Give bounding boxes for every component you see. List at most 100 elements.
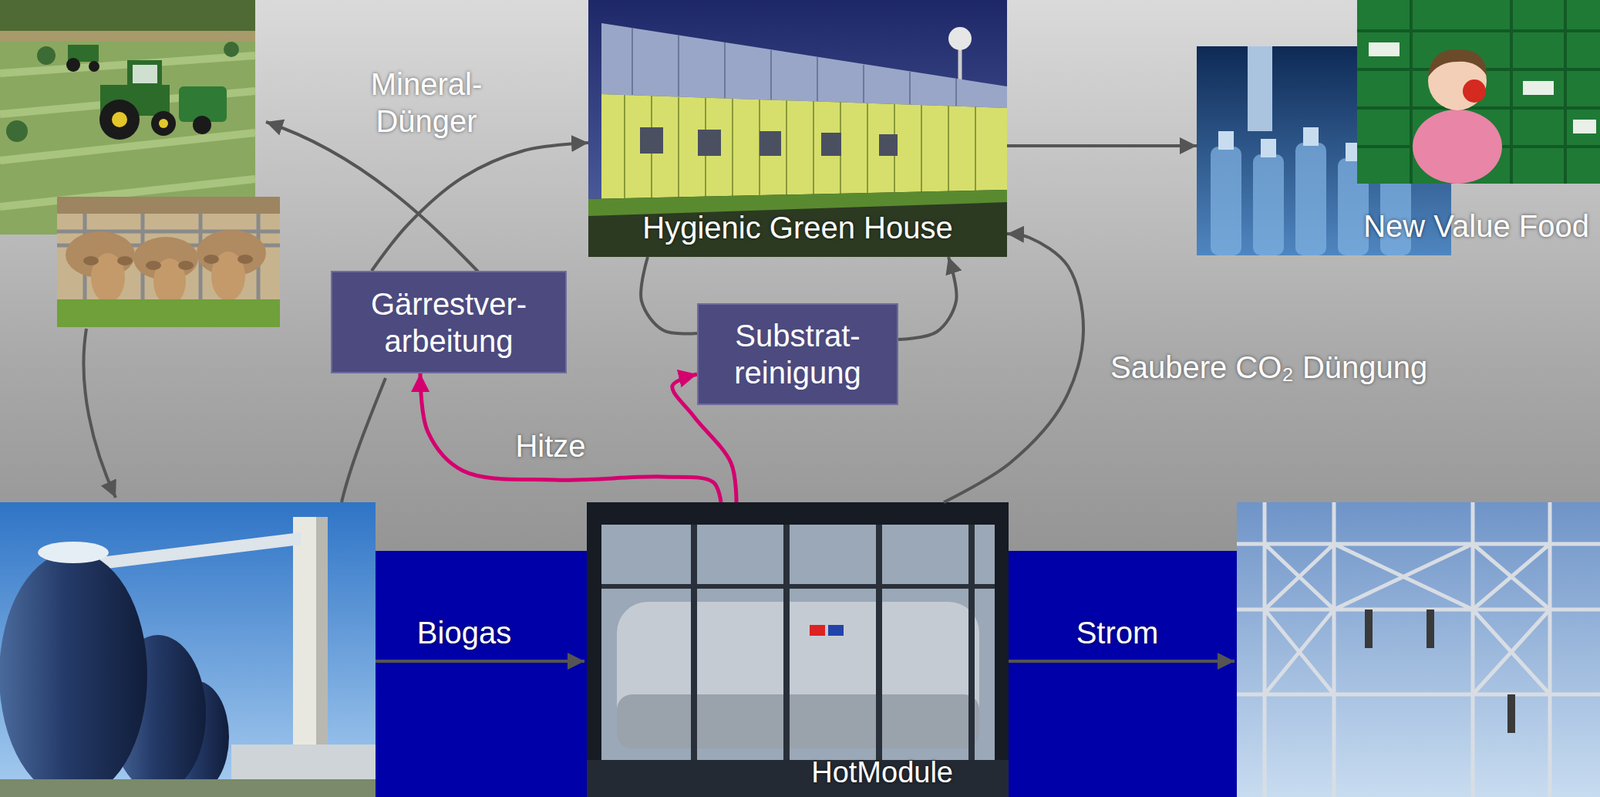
cows-photo [83,256,99,266]
hotmodule-photo [586,501,1009,797]
flow-arrow [640,256,698,334]
farm-field-photo [111,111,128,128]
flow-arrow [1007,144,1197,148]
flow-label: Strom [1076,613,1159,651]
flow-arrow [371,142,589,271]
process-box: Gärrestver- arbeitung [330,270,567,374]
power-pylon-photo [1426,609,1435,648]
hotmodule-photo [809,624,826,636]
child-photo [1462,79,1486,103]
biogas-plant-photo [293,516,328,779]
hotmodule-photo [828,624,844,636]
blue-band [375,550,587,797]
farm-field-photo [88,60,100,72]
greenhouse-photo [879,134,898,156]
bottles-photo [1303,127,1319,146]
bottles-photo [1253,154,1284,256]
biogas-plant-photo [0,501,376,797]
blue-band [1007,550,1237,797]
greenhouse-photo [948,26,972,51]
greenhouse-photo [632,27,957,107]
child-photo [1357,0,1600,184]
greenhouse-photo [821,132,842,156]
picture-node: Hygienic Green House [588,0,1008,257]
power-pylon-photo [1236,501,1600,797]
node-text: Substrat- reinigung [710,316,885,391]
child-photo [1428,49,1487,78]
greenhouse-photo [588,189,1008,257]
edge-label: Hitze [515,427,586,465]
power-pylon-photo [1507,693,1516,733]
child-photo [1368,42,1400,57]
farm-field-photo [192,115,212,135]
flow-line [1008,659,1235,663]
hotmodule-photo [616,601,980,748]
hotmodule-photo [601,583,995,589]
cows-photo [117,256,133,266]
flow-line [266,121,479,272]
power-pylon-photo [1364,609,1373,648]
farm-field-photo [0,0,256,31]
greenhouse-photo [588,0,1008,257]
flow-line [341,377,386,502]
greenhouse-photo [697,129,721,156]
bottles-photo [1218,131,1234,150]
hotmodule-photo [616,693,980,748]
node-text: HotModule [811,754,954,791]
edge-label: Saubere CO₂ Düngung [1110,348,1428,386]
node-text: New Value Food [1363,207,1590,245]
cows-photo [178,260,194,270]
greenhouse-photo [588,0,1008,257]
biogas-plant-photo [231,744,376,783]
power-pylon-photo [1236,501,1600,797]
cows-photo [237,254,253,264]
child-photo [1357,0,1600,184]
cows-photo [57,196,280,327]
node-text: Gärrestver- arbeitung [344,285,553,360]
picture-node: New Value Food [1196,0,1600,256]
biogas-plant-photo [0,778,376,797]
flow-arrow [943,233,1084,502]
biogas-plant-photo [316,516,328,779]
bottles-photo [1247,46,1273,132]
greenhouse-photo [624,94,976,202]
farm-field-photo [37,46,56,65]
picture-node: HotModule [586,501,1009,797]
greenhouse-photo [640,127,664,154]
biogas-plant-photo [100,532,301,570]
biogas-plant-photo [0,551,148,797]
flow-line [375,659,585,663]
biogas-plant-photo [37,541,109,563]
greenhouse-photo [601,94,1008,203]
farm-field-photo [66,57,81,72]
greenhouse-photo [601,23,1008,108]
cows-photo [203,254,219,264]
greenhouse-photo [759,131,782,156]
flow-label: Mineral- Dünger [357,65,496,140]
flow-line [83,121,1235,661]
cows-photo [145,260,162,270]
bottles-photo [1295,142,1327,256]
cows-photo [57,196,280,214]
farm-field-photo [0,30,256,42]
hotmodule-photo [693,524,972,772]
bottles-photo [1260,138,1277,158]
flow-label: Biogas [417,613,512,651]
farm-field-photo [132,64,158,84]
process-box: Substrat- reinigung [697,303,899,405]
cows-photo [57,299,280,327]
bottles-photo [1210,146,1242,256]
child-photo [1412,109,1503,184]
child-photo [1573,119,1597,134]
cows-photo [57,196,280,327]
power-pylon-photo [1236,501,1600,797]
flow-arrow [898,256,957,340]
blue-band [375,550,1237,797]
farm-field-photo [223,41,240,58]
farm-field-photo [6,120,28,142]
farm-field-photo [99,99,140,140]
child-photo [1357,0,1600,184]
farm-field-photo [127,60,162,90]
